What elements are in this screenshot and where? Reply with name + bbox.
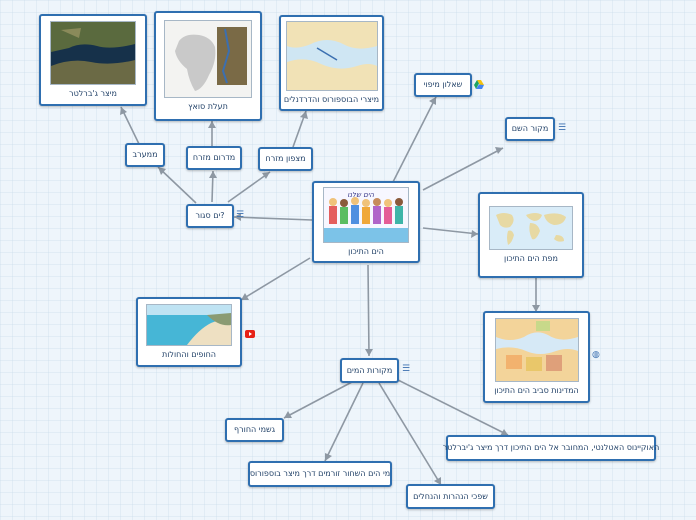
- link-straits-west: [157, 166, 197, 204]
- arrowhead: [209, 171, 217, 178]
- center-topic-image: הים שלנו: [323, 187, 409, 244]
- questionnaire-label: שאלון מיפוי: [423, 80, 463, 90]
- arrowhead: [434, 477, 441, 485]
- countries-label: המדינות סביב הים התיכון: [494, 386, 579, 396]
- name-origin-label: מקור השם: [511, 124, 549, 134]
- beaches-node[interactable]: החופים והחולות: [136, 297, 242, 367]
- west-label: ממערב: [132, 150, 158, 160]
- countries-map-image: [494, 318, 579, 383]
- southeast-label: מדרום מזרח: [192, 153, 236, 163]
- arrowhead: [284, 411, 292, 418]
- center-topic-node[interactable]: הים שלנו הים התיכון: [312, 181, 420, 263]
- world-map-image: [489, 206, 573, 251]
- google-drive-icon[interactable]: [474, 80, 484, 92]
- arrowhead: [500, 429, 508, 436]
- questionnaire-node[interactable]: שאלון מיפוי: [414, 73, 472, 97]
- atlantic-label: האוקיינוס האטלנטי, המחובר אל הים התיכון …: [442, 443, 660, 453]
- globe-icon[interactable]: ◍: [592, 350, 600, 360]
- bosphorus-node[interactable]: מיצרי הבוספורוס והדרדנלים: [279, 15, 384, 111]
- suez-node[interactable]: תעלת סואץ: [154, 11, 262, 121]
- southeast-node[interactable]: מדרום מזרח: [186, 146, 242, 170]
- west-node[interactable]: ממערב: [125, 143, 165, 167]
- arrowhead: [234, 213, 241, 221]
- arrowhead: [158, 167, 166, 175]
- bosphorus-image: [285, 21, 378, 92]
- map-label: מפת הים התיכון: [504, 254, 558, 264]
- map-node[interactable]: מפת הים התיכון: [478, 192, 584, 278]
- northeast-node[interactable]: מצפון מזרח: [258, 147, 313, 171]
- notes-icon[interactable]: ☰: [558, 123, 567, 133]
- arrowhead: [262, 172, 270, 179]
- rain-node[interactable]: גשמי החורף: [225, 418, 284, 442]
- arrowhead: [532, 305, 540, 312]
- gibraltar-image: [50, 21, 136, 86]
- northeast-label: מצפון מזרח: [265, 154, 306, 164]
- bosphorus-label: מיצרי הבוספורוס והדרדנלים: [283, 95, 380, 105]
- link-center-name: [422, 147, 504, 191]
- name-origin-node[interactable]: מקור השם: [505, 117, 555, 141]
- link-center-map: [422, 227, 479, 235]
- arrowhead: [300, 111, 308, 119]
- arrowhead: [208, 121, 216, 128]
- arrowhead: [241, 293, 249, 300]
- black-sea-label: מי הים השחור זורמים דרך מיצר בוספורוס: [249, 469, 391, 479]
- link-straits-northeast: [227, 171, 271, 203]
- arrowhead: [471, 230, 478, 238]
- gibraltar-label: מיצר ג'ברלטר: [69, 89, 117, 99]
- rain-label: גשמי החורף: [234, 425, 275, 435]
- arrowhead: [365, 349, 373, 356]
- link-center-straits: [233, 216, 313, 221]
- water-sources-node[interactable]: מקורות המים: [340, 358, 399, 383]
- link-water-blacksea: [324, 382, 364, 462]
- notes-icon[interactable]: ☰: [236, 210, 245, 220]
- arrowhead: [495, 147, 503, 154]
- arrowhead: [325, 453, 332, 461]
- countries-node[interactable]: המדינות סביב הים התיכון: [483, 311, 590, 403]
- atlantic-node[interactable]: האוקיינוס האטלנטי, המחובר אל הים התיכון …: [443, 435, 659, 461]
- notes-icon[interactable]: ☰: [402, 364, 411, 374]
- suez-label: תעלת סואץ: [188, 102, 228, 112]
- arrowhead: [120, 107, 127, 115]
- youtube-icon[interactable]: [245, 330, 255, 341]
- gibraltar-node[interactable]: מיצר ג'ברלטר: [39, 14, 147, 106]
- rivers-label: שפכי הנהרות והנחלים: [413, 491, 488, 501]
- center-topic-label: הים התיכון: [348, 247, 384, 257]
- arrowhead: [429, 97, 436, 105]
- rivers-node[interactable]: שפכי הנהרות והנחלים: [406, 484, 495, 509]
- suez-image: [164, 20, 252, 99]
- link-center-water: [367, 264, 370, 357]
- straits-label: ?ים סגור: [195, 211, 225, 221]
- beaches-label: החופים והחולות: [161, 350, 217, 360]
- straits-node[interactable]: ?ים סגור: [186, 204, 234, 228]
- link-water-rivers: [378, 382, 442, 486]
- water-sources-label: מקורות המים: [346, 365, 393, 375]
- center-image-caption: הים שלנו: [347, 191, 374, 199]
- beach-image: [146, 304, 232, 347]
- link-water-rain: [283, 381, 353, 419]
- link-center-question: [392, 96, 437, 183]
- black-sea-node[interactable]: מי הים השחור זורמים דרך מיצר בוספורוס: [248, 461, 392, 487]
- link-water-atlantic: [397, 379, 509, 436]
- link-center-beaches: [240, 257, 311, 301]
